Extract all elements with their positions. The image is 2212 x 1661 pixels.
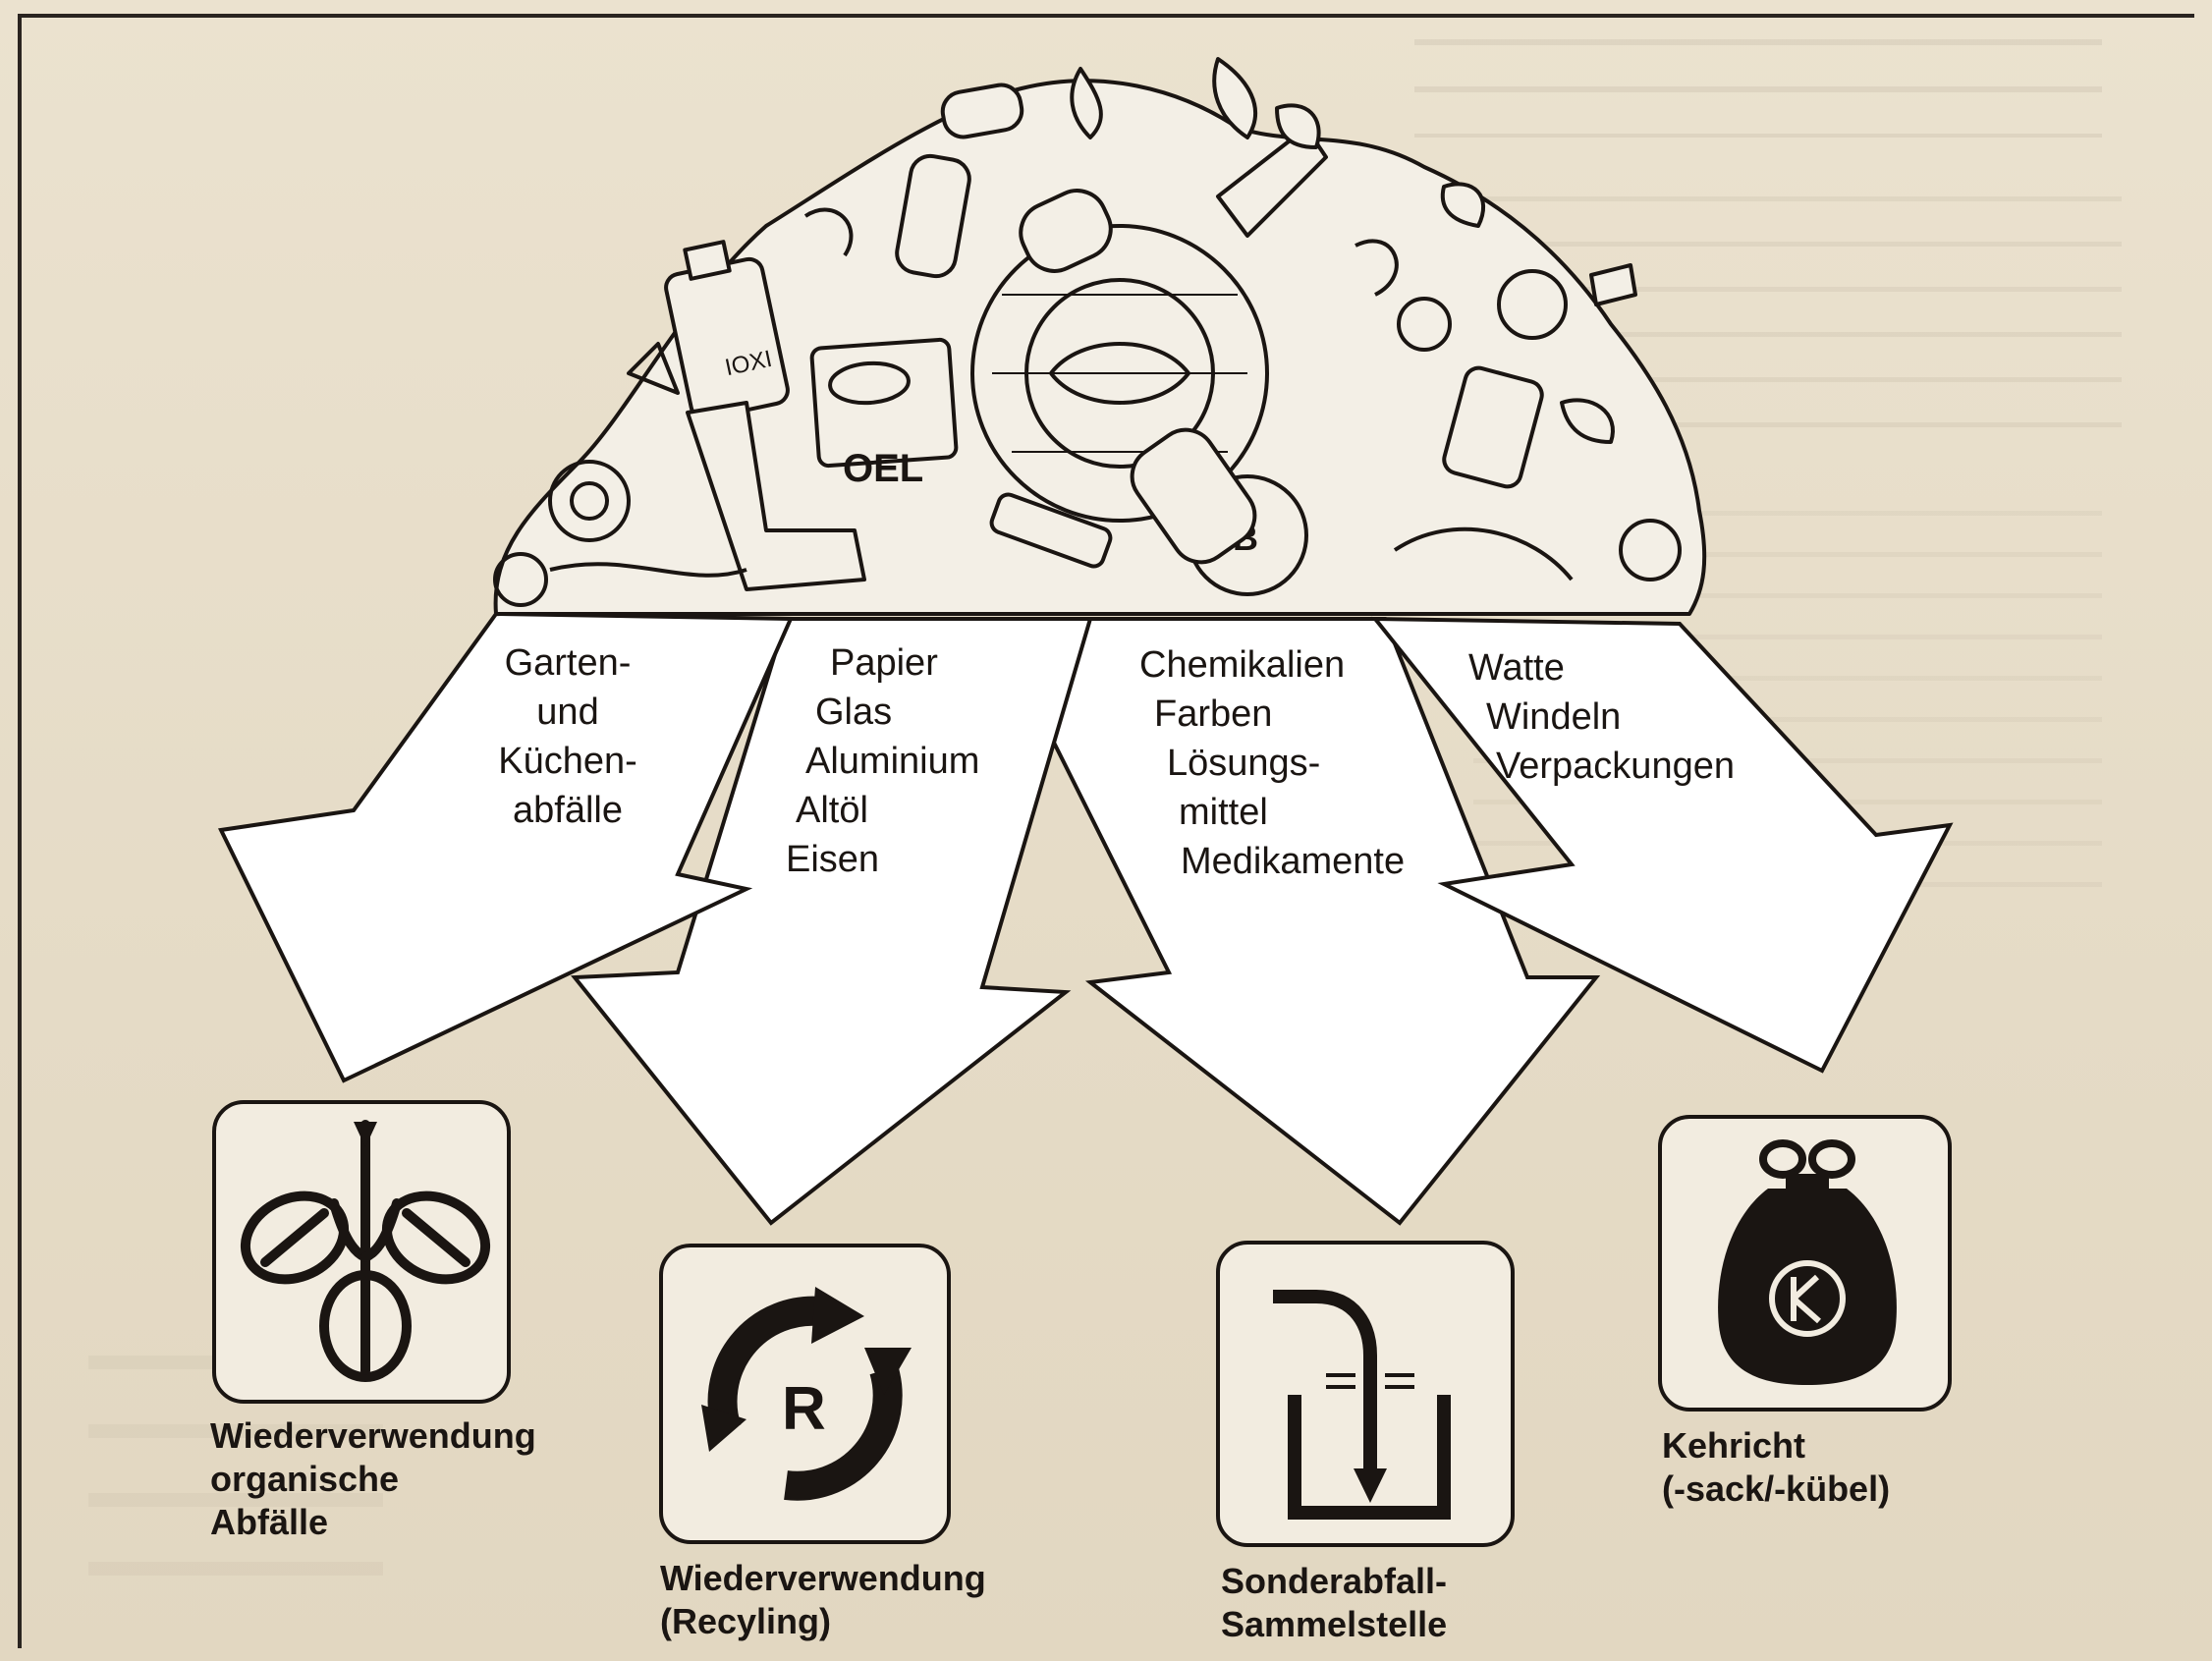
arrow-to-garbage	[1370, 616, 1954, 1074]
destination-caption-garbage: Kehricht (-sack/-kübel)	[1662, 1425, 1891, 1509]
destination-caption-recycling: Wiederverwendung (Recyling)	[660, 1558, 986, 1641]
waste-pile-illustration: IOXI OEL B	[493, 57, 1707, 616]
source-label-garbage: Watte Windeln Verpackungen	[1468, 647, 1735, 787]
source-label-hazardous: Chemikalien Farben Lösungs- mittel Medik…	[1139, 644, 1406, 882]
recycling-badge: R	[782, 1375, 826, 1443]
source-label-recycling: Papier Glas Aluminium Altöl Eisen	[786, 642, 980, 880]
heap-label-oel: OEL	[843, 447, 923, 490]
source-label-organic: Garten- und Küchen- abfälle	[498, 642, 637, 831]
collection-container-icon	[1216, 1241, 1515, 1547]
recycling-r-icon: R	[659, 1244, 951, 1544]
page-frame	[18, 14, 2194, 1648]
arrow-to-hazardous	[988, 617, 1601, 1226]
leaf-branch-icon	[212, 1100, 511, 1404]
arrow-to-organic	[217, 611, 795, 1083]
destination-caption-organic: Wiederverwendung organische Abfälle	[210, 1415, 536, 1542]
arrows	[217, 611, 1954, 1226]
garbage-bag-icon	[1658, 1115, 1952, 1412]
destination-caption-hazardous: Sonderabfall- Sammelstelle	[1221, 1561, 1448, 1644]
